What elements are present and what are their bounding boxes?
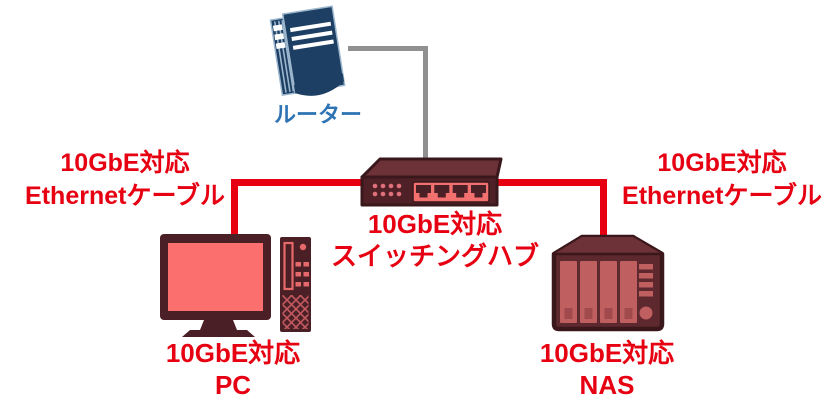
- router-label-text: ルーター: [273, 102, 362, 127]
- ethernet-cable-right-vertical: [600, 179, 607, 237]
- switch-label: 10GbE対応 スイッチングハブ: [305, 208, 565, 272]
- ethernet-cable-left-vertical: [231, 179, 238, 241]
- router-switch-cable-horizontal: [348, 46, 428, 51]
- nas-label-line2: NAS: [579, 370, 635, 400]
- router-icon: [266, 0, 358, 104]
- pc-icon: [152, 228, 322, 340]
- cable-left-label: 10GbE対応 Ethernetケーブル: [0, 147, 250, 213]
- nas-label: 10GbE対応 NAS: [477, 337, 737, 401]
- switching-hub-icon: [350, 150, 506, 210]
- cable-left-label-line1: 10GbE対応: [60, 149, 190, 177]
- router-label: ルーター: [248, 101, 388, 129]
- cable-right-label-line2: Ethernetケーブル: [622, 182, 822, 210]
- pc-label-line2: PC: [214, 370, 252, 400]
- rj45-ports: [416, 185, 486, 198]
- cable-right-label: 10GbE対応 Ethernetケーブル: [592, 147, 840, 213]
- nas-label-line1: 10GbE対応: [539, 338, 675, 368]
- cable-right-label-line1: 10GbE対応: [657, 149, 787, 177]
- router-switch-cable-vertical: [423, 46, 428, 164]
- pc-label-line1: 10GbE対応: [165, 338, 301, 368]
- switch-label-line2: スイッチングハブ: [330, 241, 539, 271]
- nas-icon: [546, 224, 670, 336]
- pc-label: 10GbE対応 PC: [103, 337, 363, 401]
- switch-label-line1: 10GbE対応: [367, 209, 503, 239]
- cable-left-label-line2: Ethernetケーブル: [25, 182, 225, 210]
